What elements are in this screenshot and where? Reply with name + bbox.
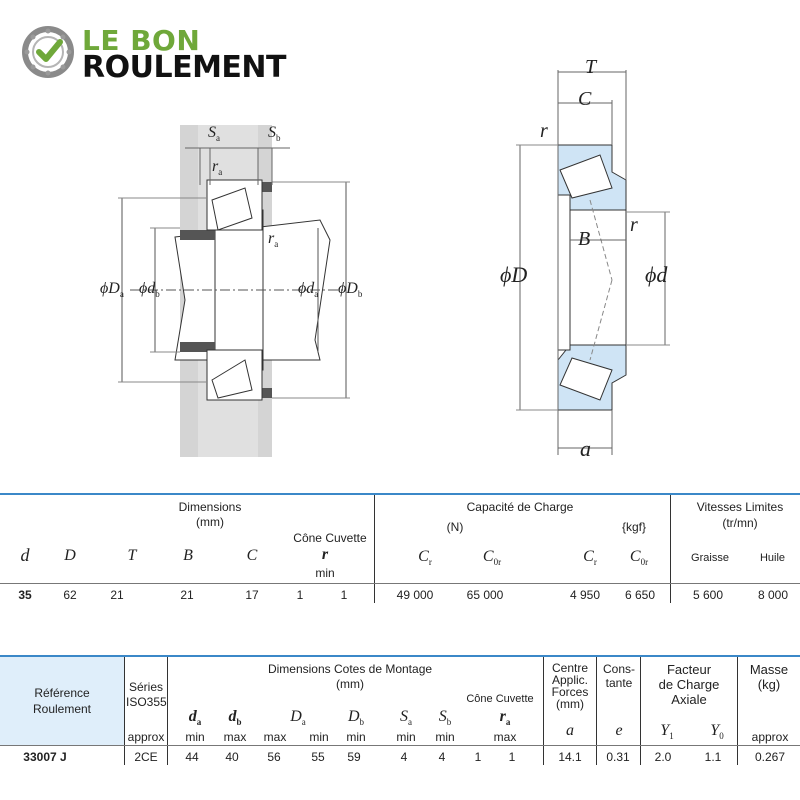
col-a: a bbox=[566, 722, 574, 739]
col-Db: Db bbox=[347, 708, 365, 728]
label-r-top: r bbox=[540, 120, 548, 142]
header-reference: Référence bbox=[34, 686, 90, 700]
col-r-min: min bbox=[315, 566, 335, 580]
header-masse: Masse(kg) bbox=[749, 662, 789, 692]
header-capacity: Capacité de Charge bbox=[466, 500, 574, 514]
label-a: a bbox=[580, 436, 591, 461]
logo-text-line1: LE BON bbox=[82, 24, 201, 57]
label-r-right: r bbox=[630, 214, 638, 236]
col-da: da bbox=[188, 708, 202, 728]
label-Da: ϕDa bbox=[100, 280, 124, 300]
header-iso: ISO355 bbox=[126, 695, 167, 709]
header-cone-cuvette: Cône Cuvette bbox=[293, 531, 367, 545]
label-da: ϕda bbox=[298, 280, 319, 300]
header-cone-cuvette-2: Cône Cuvette bbox=[466, 693, 534, 705]
col-graisse: Graisse bbox=[691, 552, 729, 564]
label-B: B bbox=[578, 228, 591, 250]
col-d: d bbox=[20, 545, 30, 565]
col-huile: Huile bbox=[759, 552, 786, 564]
col-Sa: Sa bbox=[400, 708, 412, 728]
header-speeds: Vitesses Limites bbox=[696, 500, 784, 514]
header-capacity-kgf: {kgf} bbox=[621, 520, 647, 534]
col-c0r-n: C0r bbox=[482, 548, 502, 568]
mounting-diagram bbox=[118, 70, 670, 457]
header-dimensions-unit: (mm) bbox=[196, 515, 224, 529]
header-dimensions: Dimensions bbox=[178, 500, 242, 514]
col-approx: approx bbox=[751, 730, 789, 744]
label-db: ϕdb bbox=[139, 280, 160, 300]
header-dims: Dimensions Cotes de Montage bbox=[267, 662, 433, 676]
label-sb: Sb bbox=[268, 124, 281, 144]
col-ra: ra bbox=[499, 708, 511, 728]
label-C: C bbox=[578, 88, 592, 110]
header-dims-unit: (mm) bbox=[336, 677, 364, 691]
header-series: Séries bbox=[128, 680, 163, 694]
col-e: e bbox=[615, 722, 623, 739]
header-speeds-unit: (tr/mn) bbox=[722, 516, 758, 530]
col-cr-kgf: Cr bbox=[583, 548, 597, 568]
label-T: T bbox=[585, 56, 597, 78]
header-roulement: Roulement bbox=[32, 702, 92, 716]
col-T: T bbox=[127, 547, 137, 564]
col-r: r bbox=[321, 546, 329, 563]
col-Y0: Y0 bbox=[710, 722, 724, 742]
col-D: D bbox=[64, 547, 76, 564]
col-c0r-kgf: C0r bbox=[629, 548, 649, 568]
col-C: C bbox=[246, 547, 258, 564]
bearing-logo-icon bbox=[22, 26, 74, 78]
logo-text-line2: ROULEMENT bbox=[82, 50, 287, 85]
col-Da: Da bbox=[290, 708, 306, 728]
label-ra-top: ra bbox=[212, 158, 223, 178]
label-sa: Sa bbox=[208, 124, 220, 144]
header-capacity-n: (N) bbox=[446, 520, 464, 534]
col-Sb: Sb bbox=[438, 708, 452, 728]
col-db: db bbox=[228, 708, 242, 728]
col-cr-n: Cr bbox=[418, 548, 432, 568]
col-Y1: Y1 bbox=[660, 722, 674, 742]
col-B: B bbox=[183, 547, 193, 564]
label-ra-mid: ra bbox=[268, 230, 279, 250]
label-Db: ϕDb bbox=[338, 280, 363, 300]
header-approx: approx bbox=[127, 730, 165, 744]
label-D: ϕD bbox=[500, 262, 528, 287]
header-constante: Cons-tante bbox=[602, 662, 635, 690]
label-d: ϕd bbox=[645, 262, 668, 287]
